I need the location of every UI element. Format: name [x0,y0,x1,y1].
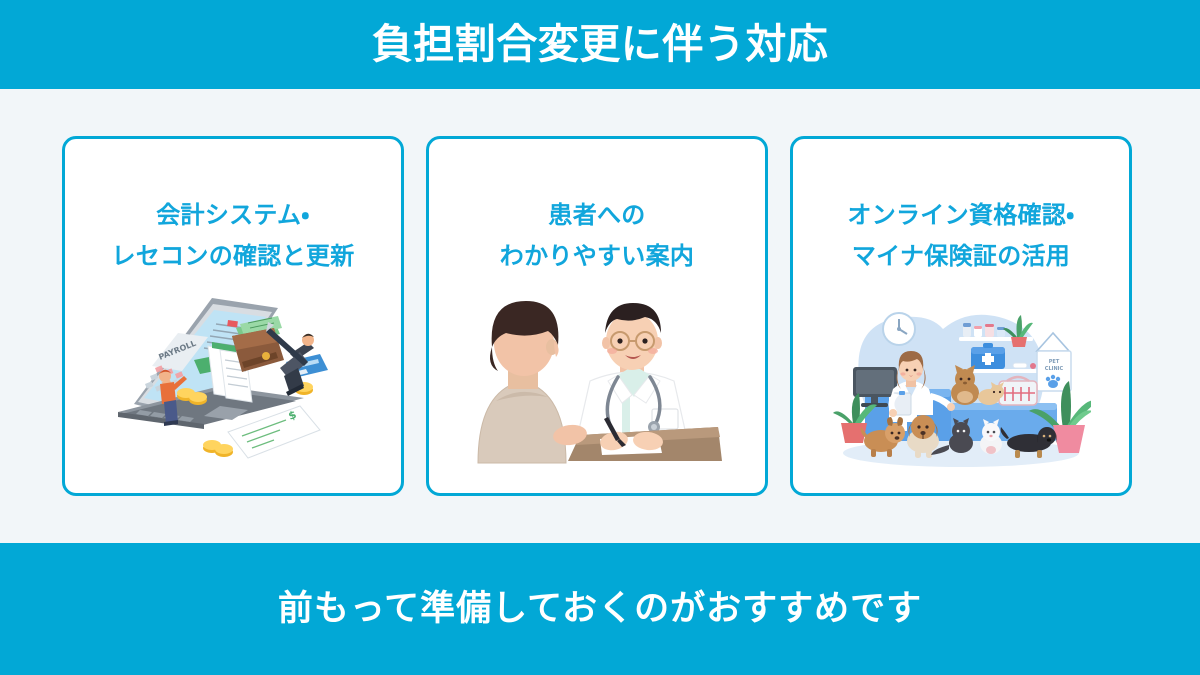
svg-text:CLINIC: CLINIC [1045,366,1064,372]
card-title-patient-guidance: 患者への わかりやすい案内 [499,201,695,270]
card-accounting-system[interactable]: 会計システム・ レセコンの確認と更新 PAYROLL [62,136,404,496]
cards-region: 会計システム・ レセコンの確認と更新 PAYROLL [0,89,1200,543]
doctor-patient-consultation-illustration [429,277,765,493]
svg-text:PET: PET [1049,359,1060,365]
svg-text:$: $ [287,408,299,423]
header-bar: 負担割合変更に伴う対応 [0,0,1200,89]
veterinary-clinic-reception-illustration: PET CLINIC [793,277,1129,493]
footer-bar: 前もって準備しておくのがおすすめです [0,543,1200,675]
card-patient-guidance[interactable]: 患者への わかりやすい案内 [426,136,768,496]
footer-message: 前もって準備しておくのがおすすめです [277,588,923,629]
cards-row: 会計システム・ レセコンの確認と更新 PAYROLL [62,136,1132,496]
card-online-eligibility[interactable]: オンライン資格確認・ マイナ保険証の活用 [790,136,1132,496]
page-title: 負担割合変更に伴う対応 [371,20,829,68]
card-title-online-eligibility: オンライン資格確認・ マイナ保険証の活用 [847,201,1075,270]
card-title-accounting-system: 会計システム・ レセコンの確認と更新 [111,201,355,270]
payroll-laptop-illustration: PAYROLL [65,277,401,493]
